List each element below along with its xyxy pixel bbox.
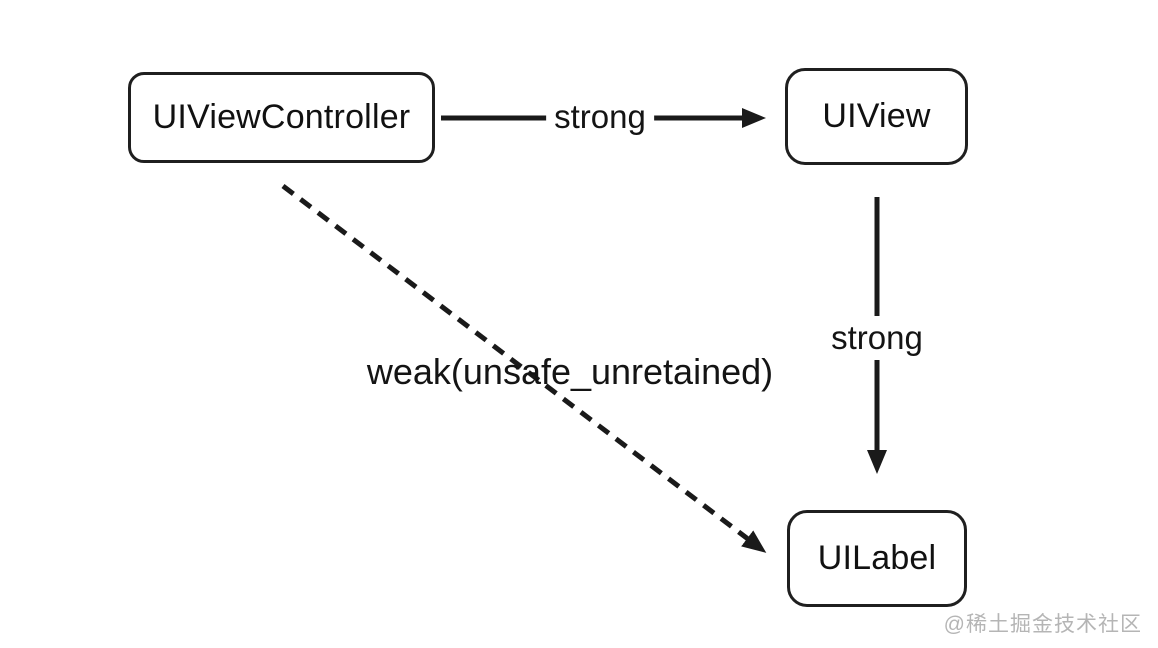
node-uilabel: UILabel: [787, 510, 967, 607]
node-uiview-label: UIView: [822, 97, 931, 135]
node-uiviewcontroller-label: UIViewController: [152, 98, 411, 136]
weak-dashed-arrow-controller-to-label: [281, 184, 767, 553]
edge-label-weak-unsafe-unretained: weak(unsafe_unretained): [366, 351, 774, 392]
edge-label-strong-horizontal: strong: [546, 98, 654, 136]
node-uiviewcontroller: UIViewController: [128, 72, 435, 163]
node-uiview: UIView: [785, 68, 968, 165]
watermark: @稀土掘金技术社区: [943, 613, 1142, 636]
edge-label-strong-vertical: strong: [822, 316, 932, 360]
node-uilabel-label: UILabel: [817, 539, 937, 577]
